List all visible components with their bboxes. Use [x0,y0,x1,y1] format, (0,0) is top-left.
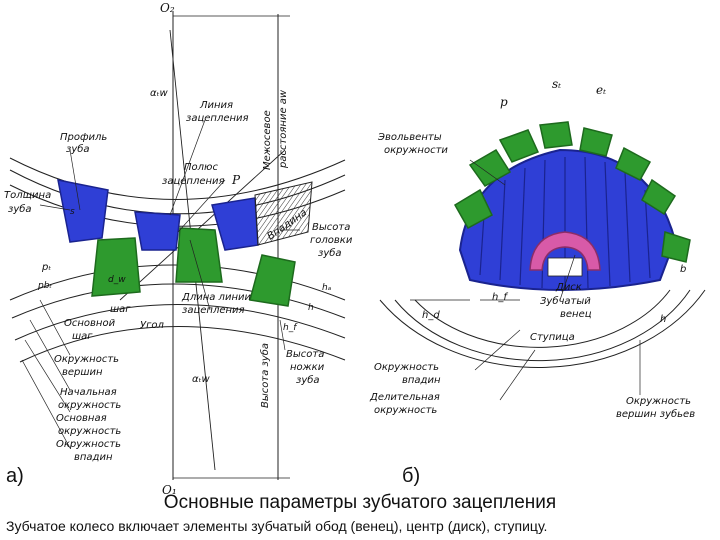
pitch-label: шаг [110,304,131,315]
pbt-label: pbₜ [37,281,52,291]
involutes-label-2: окружности [384,145,448,156]
pitch-point-label-2: зацепления [162,176,225,187]
base-pitch-label: Основной [64,318,116,329]
pitch-circle-arc [11,283,346,319]
b-label: b [680,264,686,275]
tip-circle-label-2: вершин [62,367,103,378]
root-circle-arc [19,326,346,363]
tooth-height-label: Высота зуба [259,343,271,408]
green-tooth-top [453,188,493,230]
green-tooth-top [498,129,540,163]
tooth-thickness-label-2: зуба [8,203,32,215]
hub [529,231,601,271]
blue-tooth [57,179,109,243]
center-distance-label: Межосевое [262,110,273,170]
hf-label: h_f [283,323,298,333]
green-tooth-top [468,148,512,187]
pitch-point-label: Полюс [184,162,218,173]
green-tooth [249,254,296,307]
root-dimension-arc [414,289,671,348]
caption-title: Основные параметры зубчатого зацепления [163,492,557,513]
line-of-action-label: Линия [199,100,233,111]
base-circle-arc [14,304,346,341]
leader-lines-b [410,159,641,401]
dedendum-label-2: ножки [290,362,325,373]
line-of-action-label-2: зацепления [186,113,249,124]
et-label: eₜ [596,83,606,97]
addendum-label-2: головки [310,235,353,246]
involutes-label: Эвольвенты [377,132,442,143]
hd-label: h_d [422,310,440,321]
disk-label: Диск [555,282,582,293]
tip-circle-label-b: Окружность [626,396,691,407]
ring-label: Зубчатый [540,295,591,307]
ha-label: hₐ [322,283,332,293]
green-tooth-top [615,146,652,181]
root-circle-label-2: впадин [74,452,113,463]
center-o1-label: O₁ [162,483,177,497]
dedendum-label: Высота [286,349,324,360]
panel-a: O₂ O₁ P αₜw αₜw pₜ pbₜ h hₐ h_f s d_w Пр… [4,1,353,497]
st-label: sₜ [552,77,561,91]
pitch-circle-label-b-2: окружность [374,405,437,416]
angle-label: Угол [140,320,164,331]
pt-label: pₜ [41,262,51,273]
green-tooth-top [579,127,613,157]
dedendum-label-3: зуба [296,374,320,386]
addendum-label: Высота [312,222,350,233]
tooth-profile-label-2: зуба [66,143,90,155]
tip-circle-arc [9,264,346,301]
green-tooth-top [661,231,691,263]
upper-root-arc [9,157,346,200]
center-distance-label-2: расстояние aw [278,89,289,169]
root-circle-label-b: Окружность [374,362,439,373]
pitch-circle-label-b: Делительная [369,392,440,403]
green-tooth-top [641,178,677,216]
green-tooth [91,237,141,297]
tip-circle-label: Окружность [54,354,119,365]
p-label: p [500,95,508,109]
h-label: h [308,303,314,313]
panel-b: p sₜ eₜ h_d h_f h b Эвольвенты окружност… [369,77,706,487]
blue-tooth [211,197,259,251]
line-of-action-2 [119,149,286,301]
root-circle-label: Окружность [56,439,121,450]
addendum-label-3: зуба [318,247,342,259]
line-length-label: Длина линии [181,292,251,303]
pitch-dimension-arc [394,289,691,362]
hf-label-b: h_f [492,292,508,303]
hub-bore [547,257,583,277]
h-label-b: h [660,314,666,325]
tooth-profile-label: Профиль [60,132,107,143]
pitch-circle-label: Начальная [60,387,117,398]
alpha-bottom-label: αₜw [192,374,211,385]
cavity-hatch [254,181,313,246]
root-circle-label-b-2: впадин [402,375,441,386]
caption-text: Зубчатое колесо включает элементы зубчат… [6,518,548,534]
line-length-label-2: зацепления [182,305,245,316]
panel-a-label: а) [6,465,24,487]
panel-b-label: б) [402,465,420,487]
pole-p-label: P [231,173,241,187]
pitch-circle-label-2: окружность [58,400,121,411]
dw-label: d_w [108,275,126,285]
hub-label: Ступица [530,332,575,343]
tooth-thickness-label: Толщина [4,190,51,201]
ring-label-2: венец [560,309,592,320]
tip-circle-label-b-2: вершин зубьев [616,408,695,420]
leader-lines [21,119,300,449]
green-tooth [175,227,223,283]
blue-tooth [134,211,181,251]
alpha-top-label: αₜw [150,88,169,99]
center-o2-label: O₂ [160,1,175,15]
green-tooth-top [539,121,573,149]
outer-dimension-arc [379,289,706,368]
s-label: s [70,207,75,217]
base-pitch-label-2: шаг [72,331,93,342]
base-circle-label-2: окружность [58,426,121,437]
base-circle-label: Основная [56,413,107,424]
